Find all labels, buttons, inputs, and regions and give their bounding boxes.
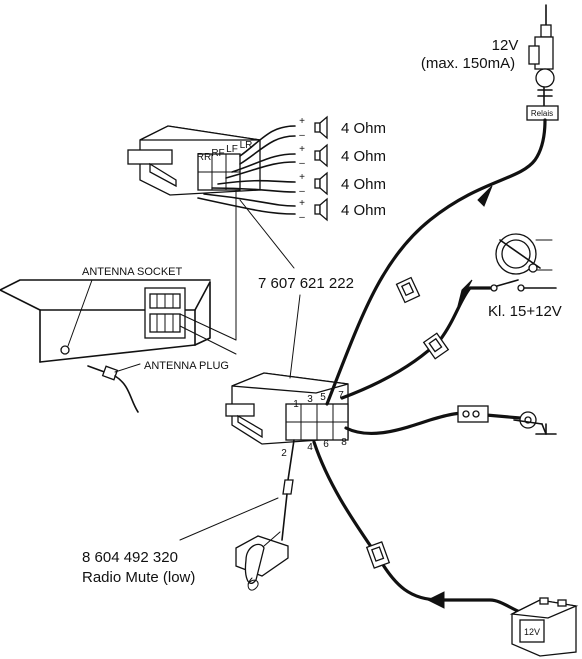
arrow-to-antenna	[477, 185, 493, 207]
telephone-icon	[235, 531, 289, 591]
pin-4: 4	[307, 442, 313, 453]
arrow-from-ignition	[457, 279, 473, 307]
channel-lr: LR	[240, 140, 253, 151]
antenna-plug	[87, 363, 141, 413]
speaker-1-impedance: 4 Ohm	[341, 120, 386, 137]
power-antenna	[528, 4, 555, 107]
ground-lug-icon	[513, 411, 543, 429]
part-number-leader	[289, 294, 301, 379]
battery-label: 12V	[524, 627, 540, 637]
speaker-wires	[197, 125, 296, 341]
speaker-1-icon	[314, 122, 321, 133]
pin-2: 2	[281, 448, 287, 459]
speaker-3-plus: +	[299, 172, 305, 183]
max-current-label: (max. 150mA)	[421, 55, 515, 72]
mute-leader	[179, 497, 279, 541]
speaker-4: + – 4 Ohm	[299, 197, 386, 223]
speaker-1-minus: –	[299, 130, 305, 141]
battery-icon: 12V	[509, 597, 579, 657]
speaker-3: + – 4 Ohm	[299, 171, 386, 197]
speaker-2: + – 4 Ohm	[299, 143, 386, 169]
fuse-ignition	[422, 332, 450, 360]
speaker-3-minus: –	[299, 186, 305, 197]
antenna-socket	[60, 279, 93, 355]
radio-chassis	[0, 279, 237, 363]
speaker-3-icon	[314, 178, 321, 189]
speaker-2-impedance: 4 Ohm	[341, 148, 386, 165]
speaker-2-plus: +	[299, 144, 305, 155]
ignition-label: Kl. 15+12V	[488, 303, 562, 320]
relay: Relais	[526, 105, 559, 121]
speaker-2-minus: –	[299, 158, 305, 169]
voltage-label: 12V	[492, 37, 519, 54]
speaker-3-impedance: 4 Ohm	[341, 176, 386, 193]
arrow-from-battery	[426, 591, 445, 609]
mute-part-number: 8 604 492 320	[82, 549, 178, 566]
ground-symbol-icon	[535, 423, 557, 435]
speaker-4-plus: +	[299, 198, 305, 209]
antenna-socket-label: ANTENNA SOCKET	[82, 266, 183, 278]
speaker-1-plus: +	[299, 116, 305, 127]
speaker-1: + – 4 Ohm	[299, 115, 386, 141]
speaker-4-icon	[314, 204, 321, 215]
antenna-plug-label: ANTENNA PLUG	[144, 360, 229, 372]
adapter-part-number: 7 607 621 222	[258, 275, 354, 292]
fuse-battery	[365, 541, 391, 569]
fuse-antenna	[395, 276, 421, 304]
ignition-switch-icon	[495, 233, 553, 275]
speaker-connector: RR RF LF LR	[127, 125, 261, 196]
speaker-4-impedance: 4 Ohm	[341, 202, 386, 219]
pin-3: 3	[307, 394, 313, 405]
speaker-4-minus: –	[299, 212, 305, 223]
pin-7: 7	[338, 390, 344, 401]
channel-rf: RF	[211, 148, 224, 159]
relay-label: Relais	[531, 109, 553, 118]
pin-6: 6	[323, 439, 329, 450]
fuse-ground	[457, 405, 489, 423]
adapter-block	[225, 372, 349, 445]
mute-label: Radio Mute (low)	[82, 569, 195, 586]
pin-5: 5	[320, 392, 326, 403]
channel-lf: LF	[226, 144, 238, 155]
pin-8: 8	[341, 437, 347, 448]
pin-1: 1	[293, 399, 299, 410]
channel-rr: RR	[197, 152, 211, 163]
ignition-contact	[490, 279, 557, 292]
speaker-2-icon	[314, 150, 321, 161]
mute-plug	[281, 479, 294, 541]
